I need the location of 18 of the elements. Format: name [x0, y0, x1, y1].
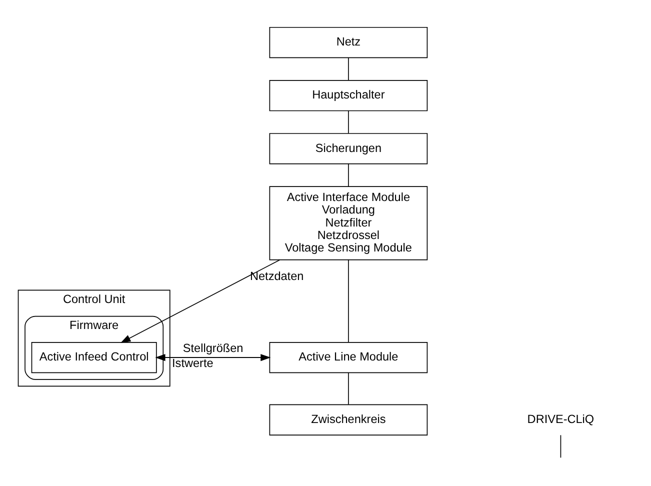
- arrow: [120, 260, 280, 343]
- connector: [560, 434, 562, 458]
- node-box: Sicherungen: [269, 133, 428, 164]
- connector: [348, 260, 349, 343]
- edge-label: Stellgrößen: [182, 342, 244, 355]
- edge-label: Netzdaten: [250, 270, 304, 284]
- connector: [348, 163, 349, 187]
- node-text: DRIVE-CLiQ: [527, 413, 594, 426]
- node-box: Active Interface Module Vorladung Netzfilter Netzdrossel Voltage Sensing Module: [269, 186, 428, 260]
- edge-label: Istwerte: [172, 356, 214, 370]
- node-box: Active Line Module: [269, 342, 428, 374]
- node-box: Active Infeed Control: [31, 342, 157, 374]
- connector: [348, 58, 349, 81]
- node-box: Zwischenkreis: [269, 404, 428, 436]
- connector: [348, 372, 349, 405]
- node-box: Netz: [269, 26, 428, 58]
- node-box: Hauptschalter: [269, 80, 428, 112]
- connector: [348, 110, 349, 134]
